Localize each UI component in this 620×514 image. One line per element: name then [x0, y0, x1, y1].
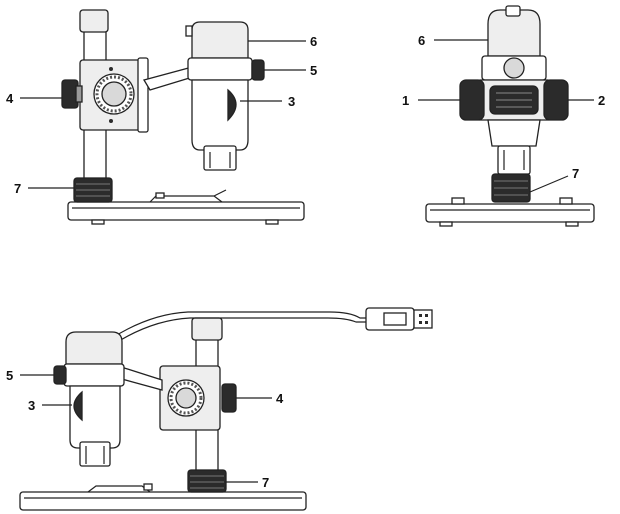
height-ring — [187, 469, 227, 493]
front-view: 6 1 2 7 — [402, 5, 605, 227]
specimen-clip — [87, 485, 151, 493]
lens-cap — [487, 9, 541, 57]
callout-focus-wheel: 3 — [28, 398, 35, 413]
callout-height-ring: 7 — [14, 181, 21, 196]
microscope-body — [487, 119, 541, 147]
body-collar — [63, 363, 125, 387]
focus-wheel — [227, 88, 237, 122]
side-knob — [251, 59, 265, 81]
callout-height-ring: 7 — [262, 475, 269, 490]
side-view: 4 3 6 5 7 — [6, 9, 317, 225]
body-collar — [187, 57, 253, 81]
base-foot — [91, 219, 105, 225]
callout-tilt-knob: 4 — [6, 91, 14, 106]
focus-wheel — [73, 390, 83, 422]
callout-height-ring: 7 — [572, 166, 579, 181]
lens-tip — [203, 145, 237, 171]
usb-view: 5 3 4 7 — [6, 307, 433, 511]
callout-side-knob: 5 — [310, 63, 317, 78]
base-foot — [565, 221, 579, 227]
callout-left-wheel: 1 — [402, 93, 409, 108]
microscope-body — [191, 79, 249, 151]
lens-cap — [65, 331, 123, 365]
callout-right-wheel: 2 — [598, 93, 605, 108]
callout-cap: 6 — [418, 33, 425, 48]
column-cap — [79, 9, 109, 33]
callout-tilt-knob: 4 — [276, 391, 284, 406]
right-wheel — [543, 79, 569, 121]
callout-cap: 6 — [310, 34, 317, 49]
lens-tip — [497, 145, 531, 175]
base-plate — [19, 491, 307, 511]
tilt-knob — [221, 383, 237, 413]
usb-cable — [111, 311, 366, 339]
usb-connector — [413, 309, 433, 329]
callout-side-knob: 5 — [6, 368, 13, 383]
base-plate — [425, 203, 595, 223]
specimen-clip — [149, 189, 227, 203]
left-wheel — [459, 79, 485, 121]
lens-cap — [191, 21, 249, 59]
lens-tip — [79, 441, 111, 467]
callout-focus-wheel: 3 — [288, 94, 295, 109]
base-plate — [67, 201, 305, 221]
base-foot — [265, 219, 279, 225]
column-cap — [191, 317, 223, 341]
leader-line — [529, 175, 569, 193]
microscope-body — [69, 385, 121, 449]
side-knob — [53, 365, 67, 385]
base-foot — [439, 221, 453, 227]
